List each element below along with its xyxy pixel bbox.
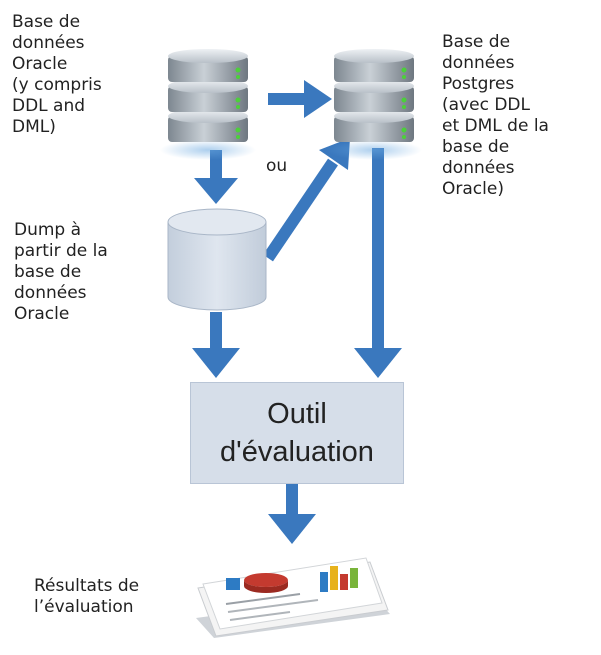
arrow-postgres-to-tool — [354, 148, 402, 378]
assessment-tool-box: Outil d'évaluation — [190, 382, 404, 484]
oracle-database-label: Base de données Oracle (y compris DDL an… — [12, 12, 102, 137]
dump-label: Dump à partir de la base de données Orac… — [14, 220, 108, 324]
postgres-database-icon — [326, 49, 422, 160]
report-document-icon — [196, 557, 390, 638]
tool-box-line2: d'évaluation — [220, 436, 374, 468]
postgres-database-label: Base de données Postgres (avec DDL et DM… — [442, 32, 549, 199]
results-label: Résultats de l’évaluation — [34, 576, 140, 617]
arrow-dump-to-tool — [192, 312, 240, 378]
dump-cylinder-icon — [167, 208, 267, 311]
arrow-oracle-to-postgres — [268, 80, 332, 118]
arrow-tool-to-results — [268, 484, 316, 544]
or-label: ou — [266, 156, 288, 176]
tool-box-line1: Outil — [267, 398, 327, 430]
oracle-database-icon — [160, 49, 256, 160]
